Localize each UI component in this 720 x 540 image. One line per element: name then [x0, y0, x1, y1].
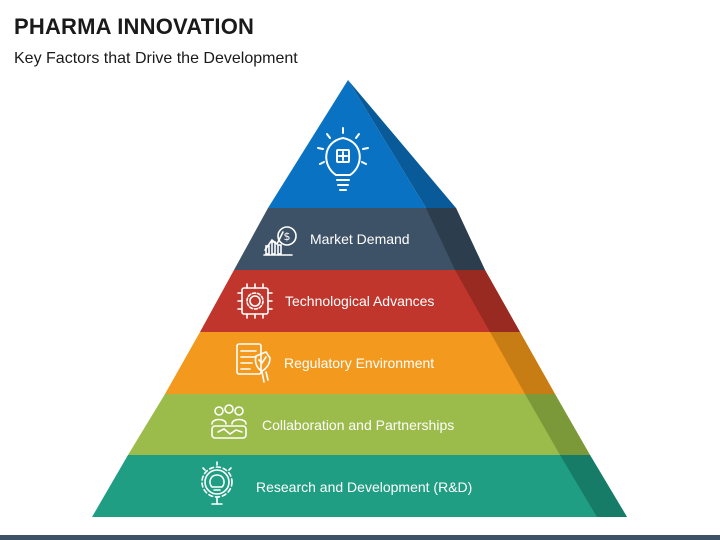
pyramid-apex-shade — [348, 80, 456, 208]
lightbulb-medical-cross-icon — [317, 127, 369, 191]
chip-gear-icon — [237, 283, 273, 319]
pyramid-layer-2-shade — [455, 270, 520, 332]
pyramid-apex — [268, 80, 426, 208]
money-growth-icon: $ — [263, 226, 297, 256]
svg-text:$: $ — [284, 230, 291, 243]
pyramid-layer-2 — [200, 270, 520, 332]
page-title: PHARMA INNOVATION — [14, 14, 255, 39]
layer-label-research-development: Research and Development (R&D) — [256, 479, 473, 495]
pyramid-layer-4 — [128, 394, 590, 455]
gear-bulb-icon — [201, 461, 233, 505]
pyramid-layer-1 — [234, 208, 485, 270]
pyramid-layer-5-shade — [560, 455, 627, 517]
team-handshake-icon — [211, 404, 247, 439]
page-subtitle: Key Factors that Drive the Development — [14, 50, 298, 67]
layer-label-technological-advances: Technological Advances — [285, 293, 435, 309]
pyramid-layer-1-shade — [426, 208, 485, 270]
layer-label-regulatory-environment: Regulatory Environment — [284, 355, 435, 371]
pyramid-layer-4-shade — [525, 394, 590, 455]
layer-label-market-demand: Market Demand — [310, 231, 410, 247]
bottom-accent-bar — [0, 535, 720, 540]
pyramid-layer-3-shade — [490, 332, 555, 394]
layer-label-collaboration-partnerships: Collaboration and Partnerships — [262, 417, 455, 433]
document-check-icon — [236, 343, 271, 383]
